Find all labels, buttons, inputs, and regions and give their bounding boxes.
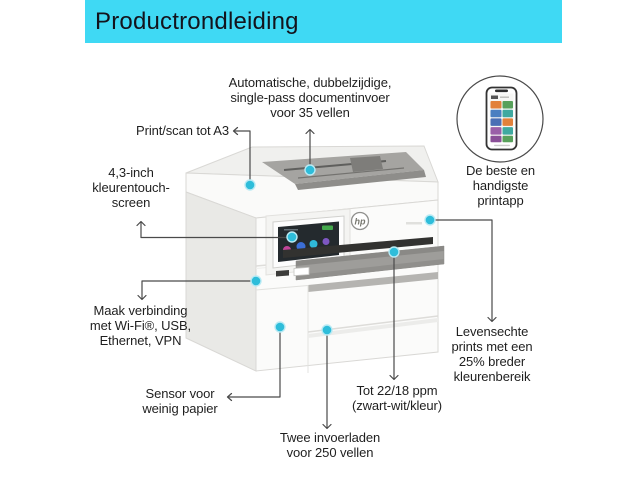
- adf-paper-stop: [350, 156, 383, 172]
- label-line: single-pass documentinvoer: [230, 90, 390, 105]
- label-line: kleurentouch-: [92, 180, 170, 195]
- label-line: Maak verbinding: [93, 303, 188, 318]
- leader-a3: [232, 126, 251, 182]
- label-line: met Wi-Fi®, USB,: [89, 318, 192, 333]
- leader-ppm: [389, 256, 399, 381]
- callout-dot-connectivity: [250, 275, 262, 287]
- callout-label-touchscreen: 4,3-inch kleurentouch- screen: [66, 165, 196, 210]
- callout-dot-sensor: [274, 321, 286, 333]
- svg-text:hp: hp: [355, 217, 366, 227]
- hp-logo: hp: [350, 211, 370, 231]
- callout-dot-touchscreen: [286, 231, 298, 243]
- callout-dot-gamut: [424, 214, 436, 226]
- callout-dot-trays: [321, 324, 333, 336]
- front-ports[interactable]: [276, 266, 310, 277]
- callout-label-connectivity: Maak verbinding met Wi-Fi®, USB, Etherne…: [63, 303, 218, 348]
- callout-dot-adf: [304, 164, 316, 176]
- output-slot: [283, 237, 433, 258]
- label-line: kleurenbereik: [453, 369, 531, 384]
- callout-dot-ppm: [388, 246, 400, 258]
- battery-indicator-icon: [322, 225, 333, 230]
- label-line: screen: [111, 195, 151, 210]
- callout-lines: [136, 126, 497, 430]
- label-line: (zwart-wit/kleur): [351, 398, 443, 413]
- paper-drawers[interactable]: [255, 272, 439, 373]
- leader-gamut: [434, 219, 497, 323]
- leader-touchscreen: [136, 220, 287, 239]
- label-line: printapp: [477, 193, 524, 208]
- callout-label-color-gamut: Levensechte prints met een 25% breder kl…: [434, 324, 550, 384]
- callout-label-paper-sensor: Sensor voor weinig papier: [110, 386, 250, 416]
- leader-trays: [322, 334, 332, 430]
- front-button: [293, 266, 310, 277]
- label-line: prints met een: [451, 339, 533, 354]
- page-title: Productrondleiding: [95, 7, 299, 35]
- touchscreen-app-icon: [309, 240, 318, 248]
- callout-label-input-trays: Twee invoerladen voor 250 vellen: [253, 430, 407, 460]
- label-line: Twee invoerladen: [279, 430, 381, 445]
- callout-dots: [244, 164, 436, 336]
- leader-connectivity: [137, 280, 252, 301]
- label-line: 4,3-inch: [108, 165, 154, 180]
- model-marking: [406, 222, 422, 225]
- usb-port: [276, 270, 289, 277]
- touchscreen-app-icon: [322, 238, 330, 245]
- label-line: Automatische, dubbelzijdige,: [228, 75, 392, 90]
- label-line: Sensor voor: [145, 386, 215, 401]
- label-line: weinig papier: [142, 401, 218, 416]
- callout-label-print-speed: Tot 22/18 ppm (zwart-wit/kleur): [322, 383, 472, 413]
- print-app-icon: [456, 75, 544, 163]
- label-line: Tot 22/18 ppm: [356, 383, 438, 398]
- output-tray[interactable]: [283, 237, 445, 281]
- app-tile-grid: [490, 101, 513, 143]
- label-line: Print/scan tot A3: [136, 123, 229, 138]
- label-line: Ethernet, VPN: [99, 333, 182, 348]
- label-line: 25% breder: [458, 354, 526, 369]
- label-line: handigste: [472, 178, 529, 193]
- callout-label-print-scan-a3: Print/scan tot A3: [95, 123, 229, 138]
- leader-sensor: [226, 331, 281, 402]
- header-bar: Productrondleiding: [85, 0, 562, 43]
- leader-adf: [305, 128, 315, 167]
- label-line: voor 35 vellen: [270, 105, 350, 120]
- callout-label-print-app: De beste en handigste printapp: [447, 163, 554, 208]
- adf-tray: [262, 152, 426, 190]
- label-line: voor 250 vellen: [286, 445, 374, 460]
- callout-dot-a3: [244, 179, 256, 191]
- label-line: De beste en: [465, 163, 535, 178]
- printer-illustration: hp: [185, 145, 445, 373]
- label-line: Levensechte: [455, 324, 529, 339]
- callout-label-adf: Automatische, dubbelzijdige, single-pass…: [200, 75, 420, 120]
